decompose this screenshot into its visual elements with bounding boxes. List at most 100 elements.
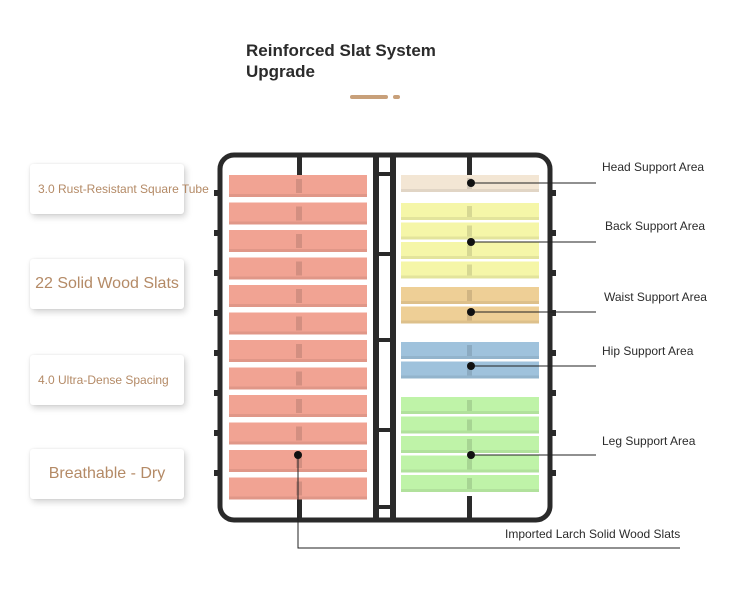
side-tick-left [214,270,218,276]
left-slat-4 [229,257,367,280]
side-tick-right [552,190,556,196]
left-slat-1 [229,175,367,197]
feature-card-spacing: 4.0 Ultra-Dense Spacing [30,355,184,405]
back-slat-3 [401,242,539,259]
left-slat-clip-11 [296,454,302,468]
left-slat-clip-2 [296,206,302,221]
title-line-1: Reinforced Slat System [246,41,436,60]
left-slat-10-shade [229,441,367,445]
left-slat-clip-12 [296,481,302,496]
side-tick-left [214,310,218,316]
left-slat-10 [229,422,367,445]
left-slat-5 [229,285,367,307]
label-hip-support: Hip Support Area [602,344,694,358]
side-tick-left [214,430,218,436]
left-slat-clip-8 [296,371,302,386]
left-slat-clip-4 [296,261,302,276]
left-slat-9 [229,395,367,417]
back-callout-dot [467,238,475,246]
hip-slat-clip-1 [467,345,472,356]
back-slat-2-shade [401,236,539,240]
back-slat-clip-3 [467,245,472,256]
leg-slat-clip-1 [467,400,472,411]
hip-slat-clip-2 [467,364,472,376]
leg-slat-2 [401,416,539,434]
back-slat-clip-4 [467,264,472,276]
leg-slat-2-shade [401,430,539,434]
waist-slat-1 [401,287,539,304]
title-underline-long [350,95,388,99]
top-leg-1 [467,155,472,177]
hip-slat-1 [401,342,539,359]
page-title: Reinforced Slat System Upgrade [246,40,506,82]
leg-slat-clip-3 [467,439,472,450]
back-slat-1-shade [401,217,539,220]
feature-label-tube: 3.0 Rust-Resistant Square Tube [38,182,209,196]
larch-callout-dot [294,451,302,459]
left-slat-clip-6 [296,316,302,331]
hip-slat-2-shade [401,375,539,379]
label-larch-slats: Imported Larch Solid Wood Slats [505,527,681,541]
rail-connector-2 [373,338,396,342]
side-tick-left [214,470,218,476]
center-rail-left [373,157,379,518]
left-slat-4-shade [229,276,367,280]
side-tick-right [552,270,556,276]
top-leg-0 [297,155,302,177]
back-slat-clip-1 [467,206,472,217]
label-back-support: Back Support Area [605,219,706,233]
left-slat-clip-7 [296,344,302,358]
label-leg-support: Leg Support Area [602,434,696,448]
leg-slat-5 [401,475,539,492]
left-slat-1-shade [229,194,367,197]
rail-connector-1 [373,252,396,256]
left-slat-clip-1 [296,179,302,193]
waist-slat-clip-1 [467,290,472,301]
hip-callout-dot [467,362,475,370]
title-line-2: Upgrade [246,62,315,81]
feature-label-slats: 22 Solid Wood Slats [35,275,179,292]
feature-card-slats: 22 Solid Wood Slats [30,259,184,309]
leg-slat-1-shade [401,411,539,414]
frame-outer [217,152,553,523]
bottom-leg-0 [297,496,302,520]
side-tick-left [214,230,218,236]
side-tick-left [214,390,218,396]
leg-slat-5-shade [401,489,539,492]
left-slat-2-shade [229,221,367,225]
left-slat-5-shade [229,304,367,307]
waist-slat-1-shade [401,301,539,304]
title-underline-short [393,95,400,99]
side-tick-right [552,310,556,316]
feature-card-breathable: Breathable - Dry [30,449,184,499]
left-slat-6 [229,312,367,335]
leg-callout-dot [467,451,475,459]
feature-label-breathable: Breathable - Dry [48,465,166,482]
back-slat-2 [401,222,539,240]
larch-leader-line [297,455,680,549]
leg-slat-3 [401,436,539,453]
left-slat-2 [229,202,367,225]
left-slat-8 [229,367,367,390]
waist-slat-2-shade [401,320,539,324]
bottom-leg-1 [467,496,472,520]
leg-slat-clip-2 [467,419,472,431]
rail-connector-0 [373,172,396,176]
center-rail-right [390,157,396,518]
side-tick-right [552,430,556,436]
feature-card-tube: 3.0 Rust-Resistant Square Tube [30,164,209,214]
leg-slat-4 [401,455,539,473]
back-slat-4-shade [401,275,539,279]
leg-slat-clip-5 [467,478,472,489]
side-tick-right [552,230,556,236]
back-slat-4 [401,261,539,279]
left-slat-8-shade [229,386,367,390]
left-slat-clip-9 [296,399,302,413]
side-tick-right [552,390,556,396]
feature-label-spacing: 4.0 Ultra-Dense Spacing [38,373,169,387]
back-slat-1 [401,203,539,220]
back-slat-3-shade [401,256,539,259]
label-waist-support: Waist Support Area [604,290,707,304]
left-slat-9-shade [229,414,367,417]
